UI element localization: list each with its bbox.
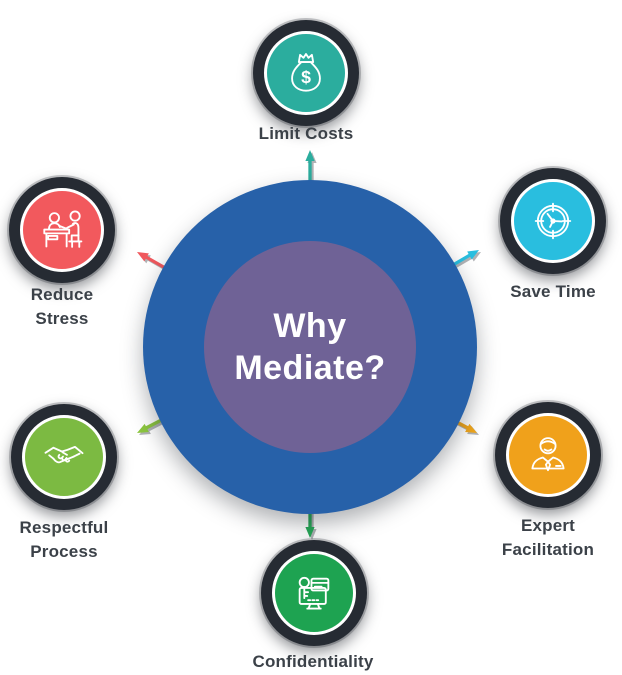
center-title: Why Mediate? xyxy=(234,305,385,389)
meeting-icon xyxy=(43,210,83,248)
node-save-time xyxy=(500,168,606,274)
limit-costs-disc: $ xyxy=(264,31,348,115)
confidentiality-badge xyxy=(261,540,367,646)
reduce-stress-badge xyxy=(9,177,115,283)
save-time-disc xyxy=(511,179,595,263)
node-limit-costs: $ xyxy=(253,20,359,126)
expert-facilitation-badge xyxy=(495,402,601,508)
node-confidentiality xyxy=(261,540,367,646)
money-bag-icon: $ xyxy=(291,53,321,92)
respectful-process-disc xyxy=(22,415,106,499)
center-inner-circle: Why Mediate? xyxy=(204,241,416,453)
label-save-time: Save Time xyxy=(510,282,596,301)
label-respectful-process: Respectful Process xyxy=(19,518,109,561)
label-expert-facilitation: Expert Facilitation xyxy=(501,516,595,559)
save-time-badge xyxy=(500,168,606,274)
center-title-line1: Why xyxy=(273,306,347,345)
clock-icon xyxy=(534,202,572,240)
secure-data-icon xyxy=(298,576,330,610)
confidentiality-disc xyxy=(272,551,356,635)
svg-text:$: $ xyxy=(301,67,311,87)
label-reduce-stress: Reduce Stress xyxy=(30,285,94,328)
limit-costs-badge: $ xyxy=(253,20,359,126)
node-respectful-process xyxy=(11,404,117,510)
node-expert-facilitation xyxy=(495,402,601,508)
center-title-line2: Mediate? xyxy=(234,349,386,387)
expert-facilitation-disc xyxy=(506,413,590,497)
consultant-icon xyxy=(531,437,565,472)
respectful-process-badge xyxy=(11,404,117,510)
handshake-icon xyxy=(44,445,84,464)
node-reduce-stress xyxy=(9,177,115,283)
reduce-stress-disc xyxy=(20,188,104,272)
label-limit-costs: Limit Costs xyxy=(258,124,354,143)
label-confidentiality: Confidentiality xyxy=(252,652,374,671)
